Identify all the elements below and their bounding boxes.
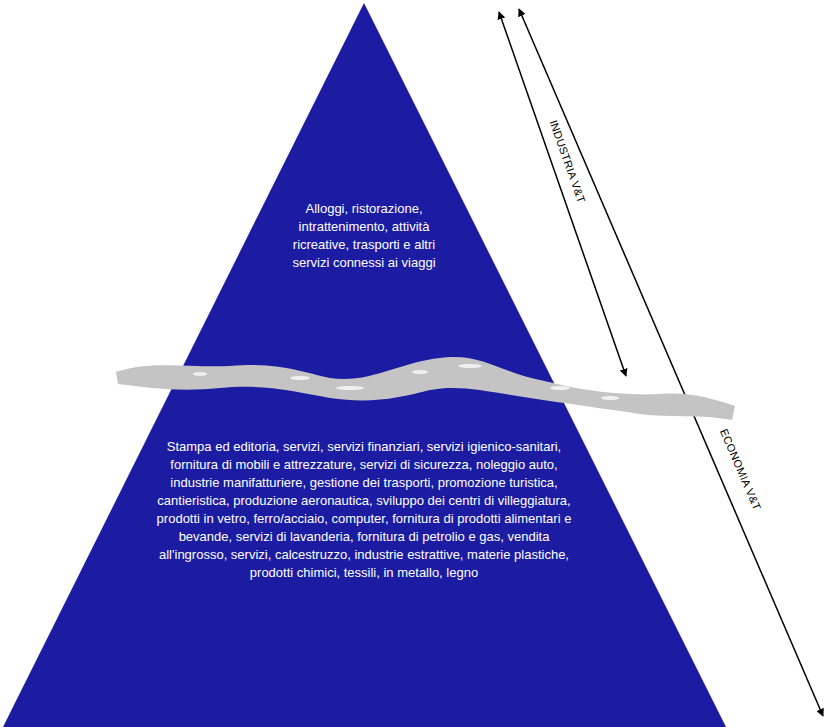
cloud-highlight [193, 372, 207, 376]
cloud-highlight [601, 396, 619, 400]
base-text: Stampa ed editoria, servizi, servizi fin… [154, 438, 574, 582]
label-slot: INDUSTRIA V&T [547, 118, 589, 206]
cloud-shape [116, 357, 735, 420]
text-slot: Alloggi, ristorazione, intrattenimento, … [274, 200, 454, 272]
pyramid-fill [3, 3, 726, 727]
cloud-highlight [550, 386, 570, 390]
tier-text: Alloggi, ristorazione, intrattenimento, … [274, 200, 454, 272]
cloud-highlight [290, 376, 310, 380]
label-slot: ECONOMIA V&T [717, 427, 764, 514]
cloud-highlight [458, 364, 482, 368]
cloud-highlight [412, 370, 428, 374]
scope-label: ECONOMIA V&T [717, 427, 764, 514]
text-slot: Stampa ed editoria, servizi, servizi fin… [154, 438, 574, 582]
cloud-highlight [336, 386, 364, 390]
scope-label: INDUSTRIA V&T [547, 118, 589, 206]
